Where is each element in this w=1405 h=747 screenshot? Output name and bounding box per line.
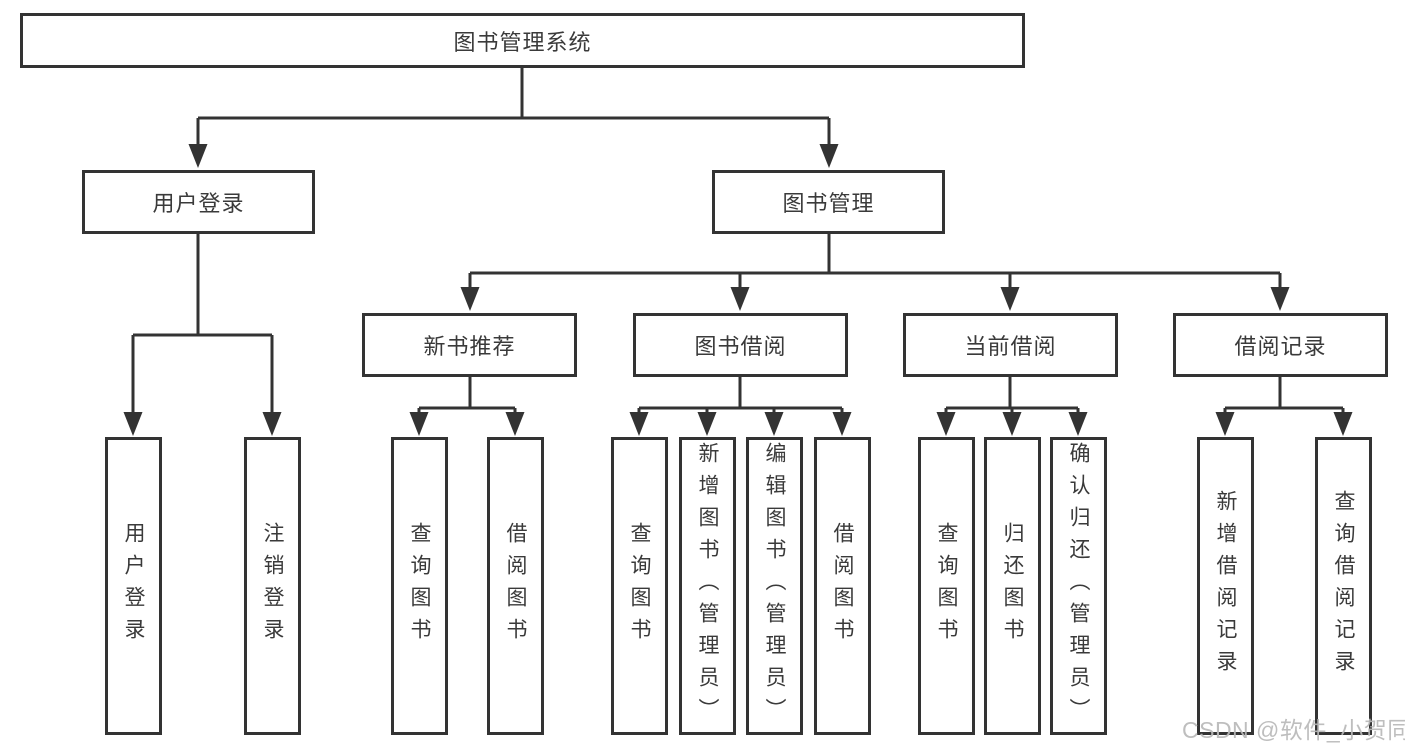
leaf-label: 用户登录 (122, 522, 146, 650)
node-user-login: 用户登录 (82, 170, 315, 234)
leaf-label: 查询图书 (628, 522, 652, 650)
connector-mgmt-split (468, 234, 1282, 290)
leaf-add-book-admin: 新增图书（管理员） (679, 437, 736, 735)
node-new-book-recommend: 新书推荐 (362, 313, 577, 377)
node-label: 图书借阅 (694, 334, 787, 359)
node-borrow-records: 借阅记录 (1173, 313, 1388, 377)
node-book-borrow: 图书借阅 (633, 313, 848, 377)
leaf-label: 新增图书（管理员） (696, 442, 720, 730)
node-label: 新书推荐 (423, 334, 516, 359)
leaf-query-borrow-record: 查询借阅记录 (1315, 437, 1372, 735)
connector-records-split (1223, 377, 1345, 414)
connector-borrow-split (637, 377, 844, 414)
leaf-label: 注销登录 (261, 522, 285, 650)
leaf-label: 查询借阅记录 (1332, 490, 1356, 682)
leaf-query-books-borrow: 查询图书 (611, 437, 668, 735)
leaf-label: 查询图书 (935, 522, 959, 650)
leaf-logout: 注销登录 (244, 437, 301, 735)
leaf-label: 借阅图书 (504, 522, 528, 650)
leaf-borrow-books-recommend: 借阅图书 (487, 437, 544, 735)
connector-root-stem (196, 68, 831, 147)
node-label: 用户登录 (152, 191, 245, 216)
node-book-management: 图书管理 (712, 170, 945, 234)
node-label: 借阅记录 (1234, 334, 1327, 359)
leaf-query-books-current: 查询图书 (918, 437, 975, 735)
node-library-management-system: 图书管理系统 (20, 13, 1025, 68)
leaf-label: 编辑图书（管理员） (763, 442, 787, 730)
leaf-confirm-return-admin: 确认归还（管理员） (1050, 437, 1107, 735)
csdn-watermark: CSDN @软件_小贺同学 (1182, 717, 1405, 743)
leaf-return-book: 归还图书 (984, 437, 1041, 735)
leaf-query-books-recommend: 查询图书 (391, 437, 448, 735)
node-label: 图书管理 (782, 191, 875, 216)
leaf-label: 归还图书 (1001, 522, 1025, 650)
connector-current-split (944, 377, 1080, 414)
arrowheads (123, 144, 1353, 436)
leaf-label: 查询图书 (408, 522, 432, 650)
connector-recommend-split (417, 377, 517, 414)
leaf-label: 借阅图书 (831, 522, 855, 650)
leaf-edit-book-admin: 编辑图书（管理员） (746, 437, 803, 735)
node-current-borrow: 当前借阅 (903, 313, 1118, 377)
leaf-borrow-books: 借阅图书 (814, 437, 871, 735)
leaf-label: 确认归还（管理员） (1067, 442, 1091, 730)
connector-login-split (131, 234, 274, 414)
node-label: 当前借阅 (964, 334, 1057, 359)
leaf-label: 新增借阅记录 (1214, 490, 1238, 682)
node-label: 图书管理系统 (453, 29, 592, 55)
leaf-add-borrow-record: 新增借阅记录 (1197, 437, 1254, 735)
leaf-user-login: 用户登录 (105, 437, 162, 735)
